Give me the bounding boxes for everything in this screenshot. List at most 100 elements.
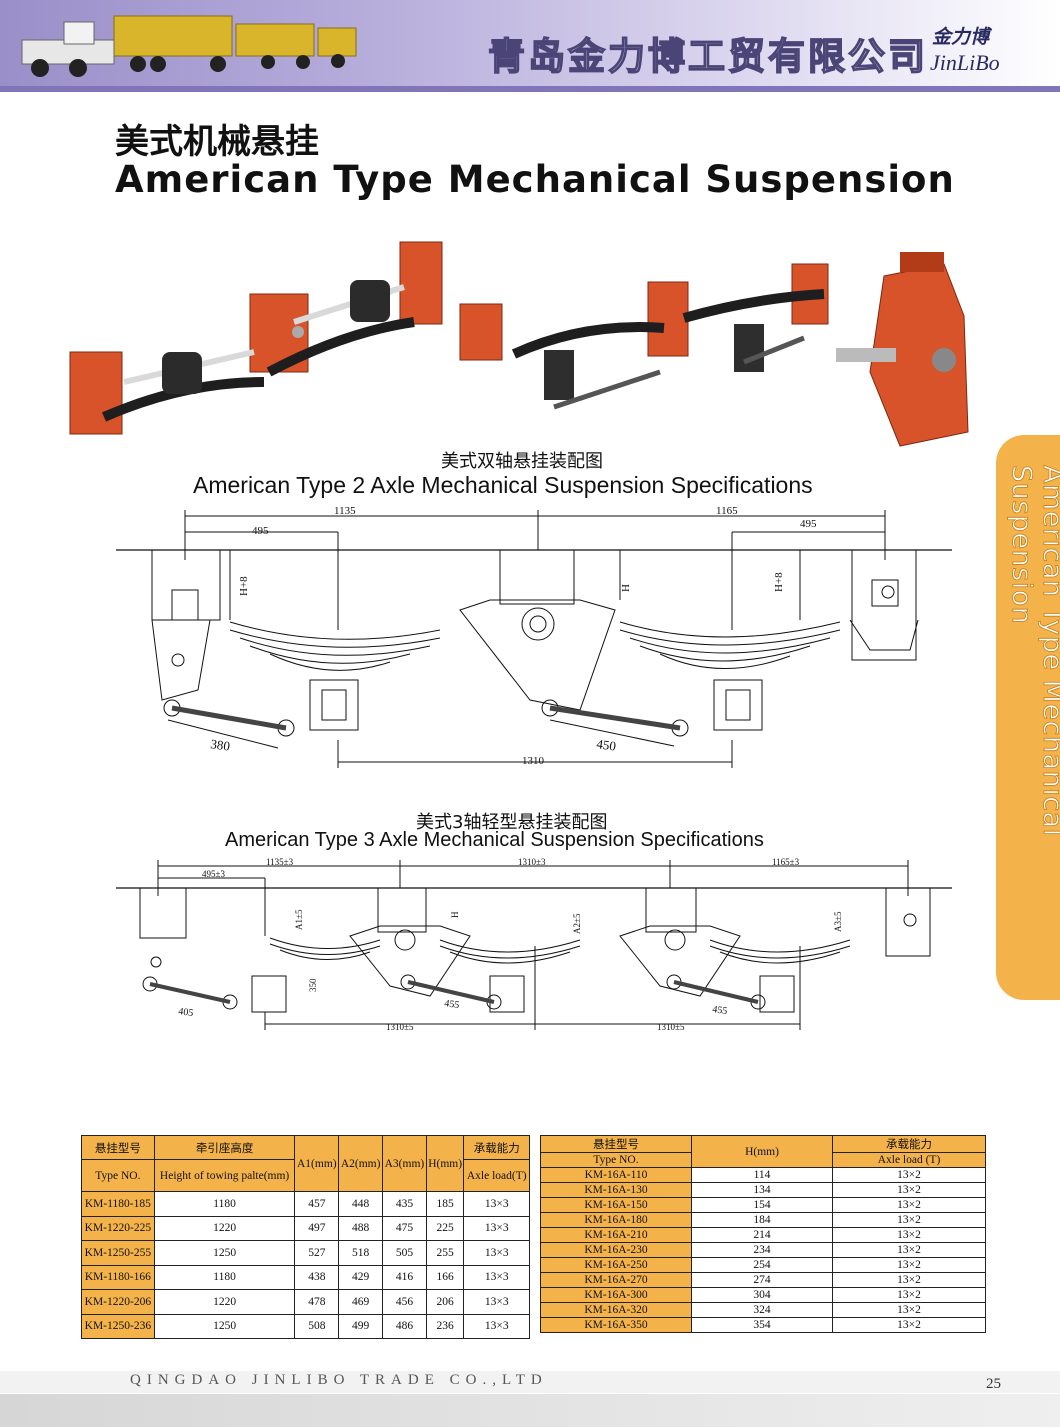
table-cell: KM-16A-130 [540, 1182, 692, 1198]
footer-bar [0, 1394, 1060, 1427]
table-cell: KM-1220-206 [81, 1289, 155, 1315]
table-cell: 475 [382, 1215, 427, 1241]
page-title-en: American Type Mechanical Suspension [115, 158, 955, 201]
col-load-cn: 承载能力 [463, 1135, 530, 1160]
table-cell: 184 [691, 1212, 833, 1228]
table-cell: 225 [425, 1215, 465, 1241]
table-cell: 1220 [153, 1215, 296, 1241]
col2-type-en: Type NO. [540, 1152, 692, 1168]
col2-load-cn: 承载能力 [832, 1135, 986, 1153]
col-height-cn: 牵引座高度 [153, 1135, 296, 1160]
footer-company: QINGDAO JINLIBO TRADE CO.,LTD [130, 1372, 548, 1388]
table-cell: 499 [338, 1313, 384, 1339]
dim3-495: 495±3 [202, 869, 225, 879]
three-axle-spec-table: 悬挂型号 牵引座高度 A1(mm) A2(mm) A3(mm) H(mm) 承载… [81, 1135, 530, 1339]
dim-495-left: 495 [252, 525, 269, 537]
table-cell: 435 [382, 1191, 427, 1217]
col-h: H(mm) [425, 1135, 465, 1192]
table-cell: 478 [294, 1289, 340, 1315]
diagram2-title-cn: 美式双轴悬挂装配图 [441, 451, 603, 472]
table-cell: 456 [382, 1289, 427, 1315]
table-cell: KM-1250-236 [81, 1313, 155, 1339]
table-cell: KM-16A-180 [540, 1212, 692, 1228]
col-a3: A3(mm) [382, 1135, 427, 1192]
footer-band [0, 1371, 1060, 1393]
dim-h8-right: H+8 [773, 572, 785, 592]
dim3-1165: 1165±3 [772, 857, 800, 867]
page-number: 25 [986, 1376, 1001, 1392]
truck-illustration [21, 15, 357, 77]
table-cell: 486 [382, 1313, 427, 1339]
table-cell: 13×2 [832, 1227, 986, 1243]
table-cell: 518 [338, 1240, 384, 1266]
table-cell: 497 [294, 1215, 340, 1241]
dim-h8-left: H+8 [238, 576, 250, 596]
table-cell: 13×3 [463, 1191, 530, 1217]
table-cell: 1220 [153, 1289, 296, 1315]
table-cell: 324 [691, 1302, 833, 1318]
table-cell: 274 [691, 1272, 833, 1288]
col-type-cn: 悬挂型号 [81, 1135, 155, 1160]
table-cell: 508 [294, 1313, 340, 1339]
section-side-tab: American Type Mechanical Suspension [996, 435, 1060, 1000]
table-cell: 114 [691, 1167, 833, 1183]
table-cell: KM-16A-270 [540, 1272, 692, 1288]
two-axle-spec-table: 悬挂型号 H(mm) 承载能力 Type NO. Axle load (T) K… [540, 1135, 986, 1333]
dim-450: 450 [596, 736, 617, 754]
table-cell: 1180 [153, 1191, 296, 1217]
suspension-photo-2 [459, 263, 829, 410]
dim-495-right: 495 [800, 518, 817, 530]
table-cell: 13×3 [463, 1313, 530, 1339]
table-cell: 255 [425, 1240, 465, 1266]
page-title-cn: 美式机械悬挂 [115, 122, 319, 162]
table-cell: 236 [425, 1313, 465, 1339]
dim3-1310-b: 1310±5 [657, 1022, 685, 1032]
col-a2: A2(mm) [338, 1135, 384, 1192]
table-cell: 13×2 [832, 1302, 986, 1318]
brand-logo-en: JinLiBo [930, 50, 1000, 75]
table-cell: 13×2 [832, 1287, 986, 1303]
table-cell: 488 [338, 1215, 384, 1241]
dim-1135: 1135 [334, 505, 356, 517]
dim3-1310-top: 1310±3 [518, 857, 546, 867]
col2-type-cn: 悬挂型号 [540, 1135, 692, 1153]
dim3-405: 405 [178, 1006, 194, 1019]
table-cell: 13×2 [832, 1167, 986, 1183]
table-cell: KM-16A-210 [540, 1227, 692, 1243]
table-cell: KM-16A-320 [540, 1302, 692, 1318]
col-type-en: Type NO. [81, 1159, 155, 1192]
table-cell: KM-16A-300 [540, 1287, 692, 1303]
table-cell: 304 [691, 1287, 833, 1303]
table-cell: 13×3 [463, 1289, 530, 1315]
table-cell: KM-16A-150 [540, 1197, 692, 1213]
dim-1310: 1310 [522, 755, 545, 767]
table-cell: KM-1250-255 [81, 1240, 155, 1266]
product-photos [69, 241, 969, 447]
table-cell: 13×2 [832, 1212, 986, 1228]
dim3-455-a: 455 [444, 998, 460, 1011]
table-cell: 13×2 [832, 1242, 986, 1258]
table-cell: 1250 [153, 1240, 296, 1266]
table-cell: 185 [425, 1191, 465, 1217]
col-a1: A1(mm) [294, 1135, 340, 1192]
col2-load-en: Axle load (T) [832, 1152, 986, 1168]
table-cell: 438 [294, 1264, 340, 1290]
table-cell: 13×2 [832, 1182, 986, 1198]
three-axle-diagram: 1135±3 1310±3 1165±3 495±3 A1±5 A2±5 A3±… [116, 857, 952, 1032]
two-axle-diagram: 1135 1165 495 495 H+8 H H+8 380 450 1310 [116, 505, 952, 768]
dim3-1310-a: 1310±5 [386, 1022, 414, 1032]
table-cell: 469 [338, 1289, 384, 1315]
